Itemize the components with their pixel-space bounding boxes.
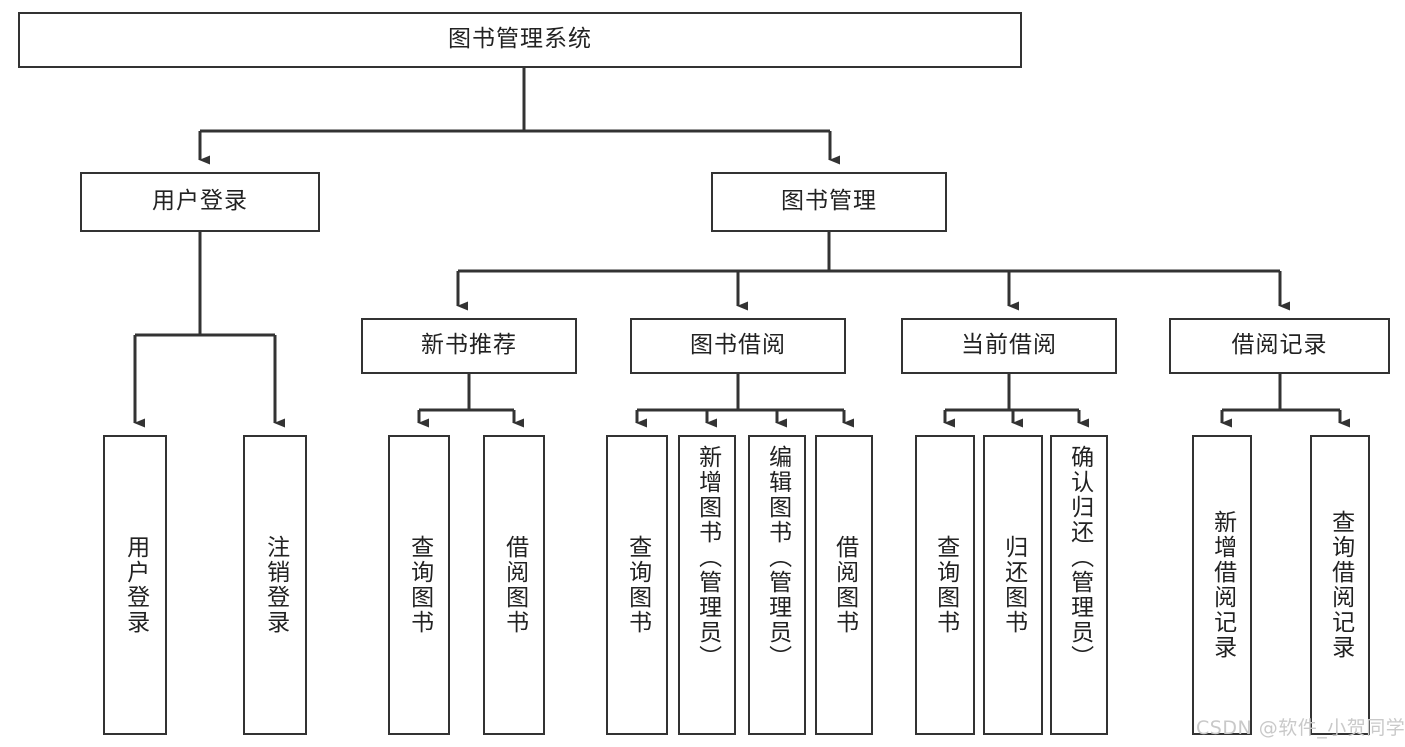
- node-leaf-user-logout-label: 注销登录: [262, 535, 289, 635]
- node-leaf-edit-book-admin-label: 编辑图书（管理员）: [764, 445, 791, 670]
- node-leaf-user-logout[interactable]: 注销登录: [243, 435, 307, 735]
- node-leaf-borrow-book-2[interactable]: 借阅图书: [815, 435, 873, 735]
- node-leaf-confirm-return-admin[interactable]: 确认归还（管理员）: [1050, 435, 1108, 735]
- node-leaf-user-login-label: 用户登录: [122, 535, 149, 635]
- node-leaf-query-book-3[interactable]: 查询图书: [915, 435, 975, 735]
- node-leaf-query-book-2[interactable]: 查询图书: [606, 435, 668, 735]
- node-leaf-borrow-book-2-label: 借阅图书: [831, 535, 858, 635]
- node-leaf-query-book-1-label: 查询图书: [406, 535, 433, 635]
- node-current-borrow-label: 当前借阅: [961, 332, 1057, 359]
- node-leaf-add-book-admin-label: 新增图书（管理员）: [694, 445, 721, 670]
- node-leaf-add-borrow-record[interactable]: 新增借阅记录: [1192, 435, 1252, 735]
- node-leaf-query-book-3-label: 查询图书: [932, 535, 959, 635]
- csdn-watermark: CSDN @软件_小贺同学: [1196, 717, 1405, 739]
- node-user-login-label: 用户登录: [152, 188, 248, 215]
- node-user-login[interactable]: 用户登录: [80, 172, 320, 232]
- node-leaf-edit-book-admin[interactable]: 编辑图书（管理员）: [748, 435, 806, 735]
- node-root-label: 图书管理系统: [448, 26, 592, 53]
- node-book-borrow[interactable]: 图书借阅: [630, 318, 846, 374]
- node-new-book-recommend[interactable]: 新书推荐: [361, 318, 577, 374]
- node-root[interactable]: 图书管理系统: [18, 12, 1022, 68]
- node-borrow-record-label: 借阅记录: [1231, 332, 1328, 359]
- node-leaf-borrow-book-1-label: 借阅图书: [501, 535, 528, 635]
- node-leaf-user-login[interactable]: 用户登录: [103, 435, 167, 735]
- node-leaf-add-borrow-record-label: 新增借阅记录: [1209, 510, 1236, 660]
- node-borrow-record[interactable]: 借阅记录: [1169, 318, 1390, 374]
- node-leaf-query-borrow-record-label: 查询借阅记录: [1327, 510, 1354, 660]
- node-leaf-query-book-1[interactable]: 查询图书: [388, 435, 450, 735]
- node-book-borrow-label: 图书借阅: [690, 332, 786, 359]
- node-leaf-return-book-label: 归还图书: [1000, 535, 1027, 635]
- node-book-management[interactable]: 图书管理: [711, 172, 947, 232]
- node-leaf-borrow-book-1[interactable]: 借阅图书: [483, 435, 545, 735]
- node-book-management-label: 图书管理: [781, 188, 877, 215]
- node-leaf-return-book[interactable]: 归还图书: [983, 435, 1043, 735]
- node-new-book-recommend-label: 新书推荐: [421, 332, 517, 359]
- node-leaf-confirm-return-admin-label: 确认归还（管理员）: [1066, 445, 1093, 670]
- node-current-borrow[interactable]: 当前借阅: [901, 318, 1117, 374]
- node-leaf-query-borrow-record[interactable]: 查询借阅记录: [1310, 435, 1370, 735]
- node-leaf-query-book-2-label: 查询图书: [624, 535, 651, 635]
- node-leaf-add-book-admin[interactable]: 新增图书（管理员）: [678, 435, 736, 735]
